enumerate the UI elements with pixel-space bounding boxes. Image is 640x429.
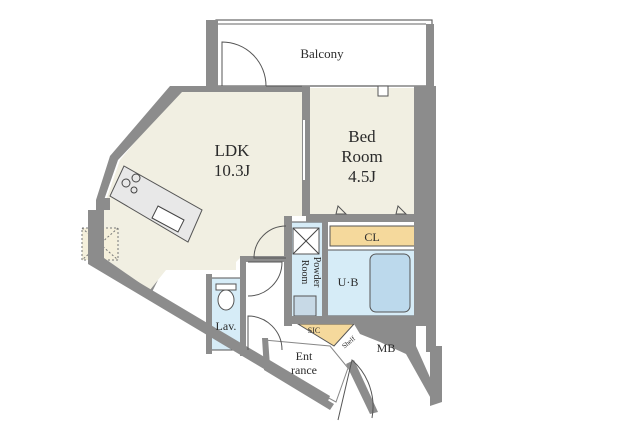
door-swings [221,41,408,421]
ldk-floor [104,88,306,290]
kitchen-island [109,165,203,243]
meter-box-label: MB [377,341,396,355]
sink-icon [151,205,185,233]
bedroom-name-label-2: Room [341,147,383,166]
bath-label: U·B [338,275,359,289]
balcony [206,19,434,88]
lavatory-label: Lav. [216,319,237,333]
powder-room-label-2: Room [299,260,310,285]
bedroom-floor [310,88,416,218]
stove-burner-icon [131,173,141,183]
entrance-label: Ent [296,349,313,363]
entrance-label-2: rance [291,363,317,377]
ldk-size-label: 10.3J [214,161,251,180]
bathtub [369,253,411,313]
powder-room-label: Powder [311,257,322,288]
bedroom-name-label: Bed [348,127,376,146]
sic-label: SIC [308,326,320,335]
walls [88,86,442,414]
stove-burner-icon [130,186,138,194]
toilet-icon [217,289,235,311]
ldk-name-label: LDK [215,141,251,160]
powder-sink [293,295,317,317]
stove-burner-icon [121,178,131,188]
closet-label: CL [364,230,379,244]
bedroom-size-label: 4.5J [348,167,376,186]
balcony-label: Balcony [300,46,344,61]
